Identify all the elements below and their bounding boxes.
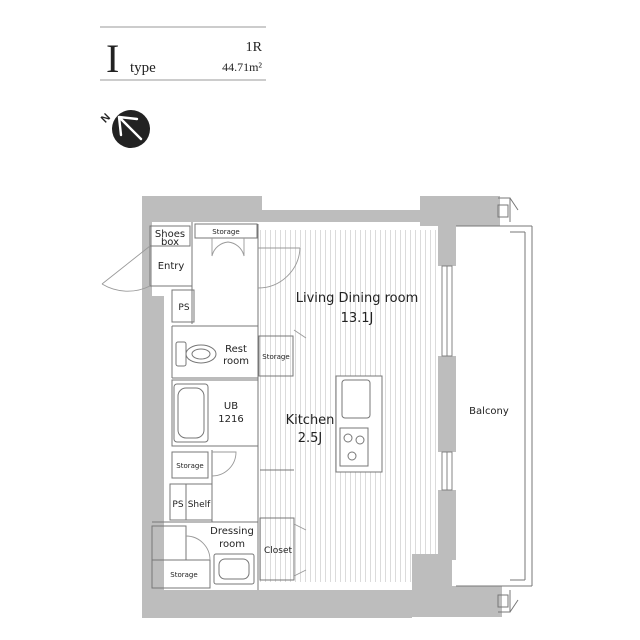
sliding-marks xyxy=(293,329,307,577)
north-arrow-icon: N xyxy=(99,110,150,148)
kitchen-label: Kitchen xyxy=(286,413,335,428)
plan-header: I type 1R 44.71m² xyxy=(100,26,266,81)
storage-double-door xyxy=(211,238,245,257)
closet-label: Closet xyxy=(264,546,293,556)
balcony-railing xyxy=(456,197,533,613)
dressing-door xyxy=(211,451,237,477)
ub-size-label: 1216 xyxy=(218,414,243,425)
storage-top-label: Storage xyxy=(212,228,239,236)
dressing-label-1: Dressing xyxy=(210,526,254,537)
living-size-label: 13.1J xyxy=(341,311,374,326)
storage-bottom-label: Storage xyxy=(170,571,197,579)
kitchen-size-label: 2.5J xyxy=(298,431,323,446)
dressing-label-2: room xyxy=(219,539,245,550)
bathtub-icon xyxy=(173,383,209,443)
windows xyxy=(441,265,453,491)
sink-icon xyxy=(213,553,255,585)
storage-low-label: Storage xyxy=(176,462,203,470)
dressing-inner-door xyxy=(185,535,211,561)
living-label: Living Dining room xyxy=(296,291,419,306)
toilet-icon xyxy=(175,341,217,367)
type-letter: I xyxy=(106,36,119,81)
walls xyxy=(142,196,502,618)
doors xyxy=(101,238,307,577)
kitchen-counter-icon xyxy=(335,375,383,473)
shoes-box-label-1: Shoes xyxy=(155,229,185,240)
shoes-box-label-2: box xyxy=(161,237,179,248)
fixtures xyxy=(173,341,383,585)
balcony-label: Balcony xyxy=(469,406,509,417)
layout-label: 1R xyxy=(246,40,263,55)
living-door xyxy=(257,247,301,289)
rest-room-label-1: Rest xyxy=(225,344,247,355)
ub-label: UB xyxy=(224,401,238,412)
north-label: N xyxy=(99,111,113,125)
ps-top-label: PS xyxy=(178,303,189,313)
type-word: type xyxy=(130,60,156,76)
ps-low-label: PS xyxy=(172,500,183,510)
rest-room-label-2: room xyxy=(223,356,249,367)
area-label: 44.71m² xyxy=(222,60,262,74)
shelf-label: Shelf xyxy=(188,500,211,510)
storage-mid-label: Storage xyxy=(262,353,289,361)
interior-walls xyxy=(149,222,295,590)
room-labels: Shoes box Storage Entry PS Living Dining… xyxy=(155,228,509,579)
entry-door xyxy=(101,245,151,292)
entry-label: Entry xyxy=(158,261,185,272)
